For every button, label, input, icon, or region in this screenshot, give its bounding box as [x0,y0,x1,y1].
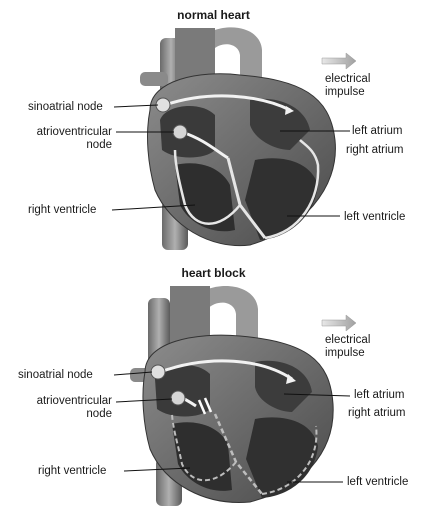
sinoatrial-node-label: sinoatrial node [18,369,93,382]
left-ventricle-label: left ventricle [347,476,408,489]
normal-heart-panel: normal heart electrical impulse sinoatri… [0,0,427,254]
legend-label-line2: impulse [325,86,365,99]
sinoatrial-node-dot [151,365,165,379]
panel-title: normal heart [0,8,427,22]
legend-label-line1: electrical [325,334,370,347]
heart-block-panel: heart block electrical impulse sinoatria… [0,254,427,508]
atrioventricular-node-dot [171,391,185,405]
sinoatrial-node-label: sinoatrial node [28,101,103,114]
right-atrium-label: right atrium [346,144,404,157]
atrioventricular-node-dot [173,125,187,139]
right-ventricle-label: right ventricle [38,465,106,478]
right-ventricle-label: right ventricle [28,204,96,217]
right-pulmonary-vein [140,72,168,86]
left-atrium-label: left atrium [352,125,403,138]
atrioventricular-node-label-line1: atrioventricular [30,395,112,408]
sinoatrial-node-dot [156,98,170,112]
electrical-impulse-legend-arrow [322,53,356,69]
atrioventricular-node-label-line2: node [30,408,112,421]
atrioventricular-node-label-line2: node [30,139,112,152]
panel-title: heart block [0,266,427,280]
left-ventricle-label: left ventricle [344,211,405,224]
legend-label-line2: impulse [325,347,365,360]
legend-label-line1: electrical [325,73,370,86]
right-atrium-label: right atrium [348,407,406,420]
left-atrium-label: left atrium [354,389,405,402]
atrioventricular-node-label-line1: atrioventricular [30,126,112,139]
electrical-impulse-legend-arrow [322,315,356,331]
